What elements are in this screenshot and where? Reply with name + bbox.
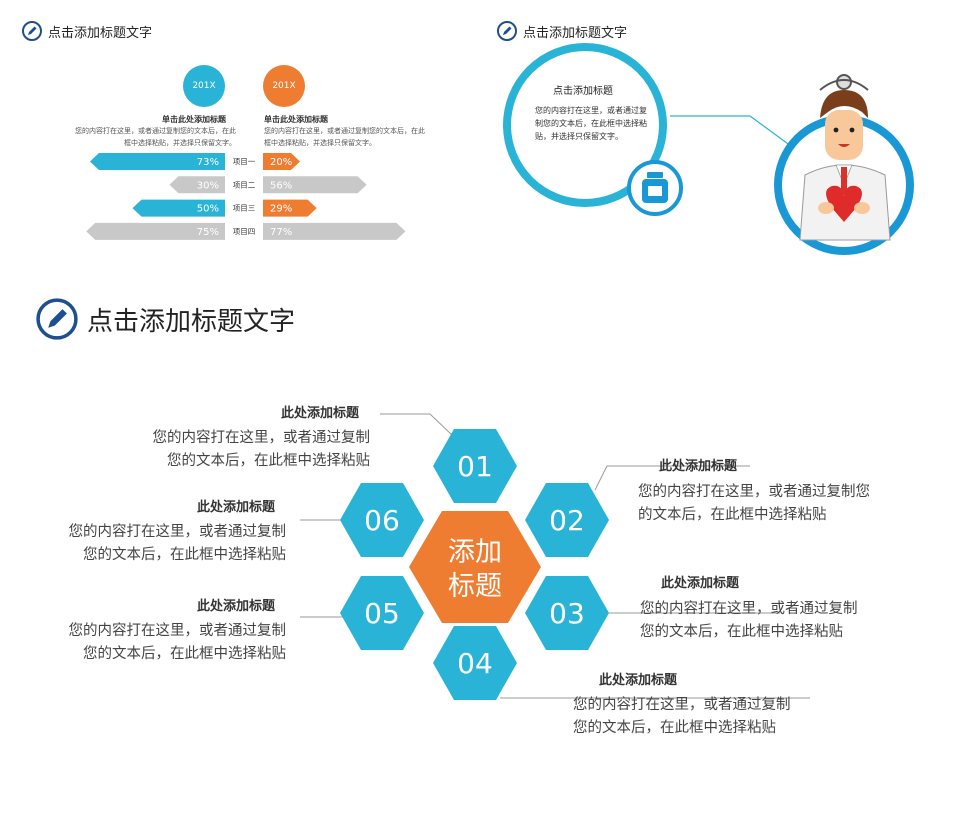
hexagon-number: 01 [457,450,493,483]
bar-value-left: 50% [197,204,219,215]
point-2-line: 您的内容打在这里，或者通过复制您 [638,484,870,500]
connector-line [380,413,454,437]
doctor-graphic [503,43,914,255]
point-6-line: 您的内容打在这里，或者通过复制 [68,524,287,540]
bar-value-right: 29% [270,204,292,215]
left-body: 您的内容打在这里，或者通过复制您的文本后，在此 框中选择粘贴，并选择只保留文字。 [46,125,236,149]
bar-value-left: 73% [197,157,219,168]
right-body-line: 您的内容打在这里，或者通过复制您的文本后，在此 [264,127,425,135]
bar-value-left: 75% [197,227,219,238]
point-2-heading: 此处添加标题 [659,459,738,474]
category-label: 项目四 [233,227,256,236]
right-heading: 单击此处添加标题 [264,115,328,124]
hexagon-3 [525,576,609,650]
hexagon-1 [433,429,517,503]
bar-value-right: 56% [270,180,292,191]
doctor-illustration [799,74,891,241]
bar-value-right: 77% [270,227,292,238]
bar-right [263,222,406,240]
hexagon-6 [340,483,424,557]
hexagon-number: 02 [549,504,585,537]
pencil-icon [22,21,42,41]
year-circle-right: 201X [263,65,305,107]
bar-right [263,176,367,194]
section3-title-text: 点击添加标题文字 [87,306,296,337]
bar-value-right: 20% [270,157,292,168]
point-6-line: 您的文本后，在此框中选择粘贴 [83,547,286,563]
category-label: 项目一 [233,157,256,166]
section2-title: 点击添加标题文字 [497,21,627,41]
point-5-body: 您的内容打在这里，或者通过复制 您的文本后，在此框中选择粘贴 [50,620,287,666]
comparison-bar-chart: 73% 20% 项目一 30% 56% 项目二 50% 29% 项目三 75% 77% 项目四 [86,153,406,240]
category-label: 项目三 [233,204,256,213]
left-body-line: 您的内容打在这里，或者通过复制您的文本后，在此 [75,127,236,135]
point-5-heading: 此处添加标题 [197,599,276,614]
hexagon-4 [433,626,517,700]
point-1-body: 您的内容打在这里，或者通过复制 您的文本后，在此框中选择粘贴 [134,427,371,473]
center-hexagon [409,511,541,623]
center-label: 添加 [448,537,502,568]
section1-title-text: 点击添加标题文字 [48,25,153,41]
point-1-heading: 此处添加标题 [281,406,360,421]
point-2-body: 您的内容打在这里，或者通过复制您 的文本后，在此框中选择粘贴 [638,481,870,527]
hexagon-number: 06 [364,504,400,537]
connector-line [594,465,750,491]
hexagon-5 [340,576,424,650]
point-3-line: 您的文本后，在此框中选择粘贴 [640,624,843,640]
hexagon-2 [525,483,609,557]
category-label: 项目二 [233,180,256,189]
hexagon-number: 04 [457,647,493,680]
point-5-line: 您的文本后，在此框中选择粘贴 [83,646,286,662]
circle-body: 您的内容打在这里，或者通过复制您的文本后，在此框中选择粘贴，并选择只保留文字。 [535,106,647,141]
medicine-bottle-icon [627,160,683,216]
point-4-heading: 此处添加标题 [599,673,678,688]
bar-left [86,222,225,240]
section1-title: 点击添加标题文字 [22,21,152,41]
hexagon-number: 05 [364,597,400,630]
pencil-icon [36,298,78,340]
section3-title: 点击添加标题文字 [35,297,295,341]
pencil-icon [497,21,517,41]
point-6-body: 您的内容打在这里，或者通过复制 您的文本后，在此框中选择粘贴 [50,521,287,567]
point-4-body: 您的内容打在这里，或者通过复制 您的文本后，在此框中选择粘贴 [573,694,791,740]
bar-value-left: 30% [197,180,219,191]
left-heading: 单击此处添加标题 [162,115,226,124]
point-3-body: 您的内容打在这里，或者通过复制 您的文本后，在此框中选择粘贴 [640,598,858,644]
point-1-line: 您的内容打在这里，或者通过复制 [152,430,371,446]
point-4-line: 您的文本后，在此框中选择粘贴 [573,720,776,736]
bar-right [263,199,317,217]
hexagon-number: 03 [549,597,585,630]
point-4-line: 您的内容打在这里，或者通过复制 [573,697,791,713]
right-body-line: 框中选择粘贴，并选择只保留文字。 [264,139,376,147]
circle-heading: 点击添加标题 [553,86,613,97]
bar-left [89,153,225,170]
center-label: 标题 [448,571,502,602]
bar-left [132,199,225,217]
point-5-line: 您的内容打在这里，或者通过复制 [68,623,287,639]
point-3-line: 您的内容打在这里，或者通过复制 [640,601,858,617]
year-circle-left: 201X [183,65,225,107]
point-1-line: 您的文本后，在此框中选择粘贴 [167,453,370,469]
bar-left [169,176,225,194]
bar-right [263,153,300,170]
section2-title-text: 点击添加标题文字 [523,25,628,41]
point-6-heading: 此处添加标题 [197,500,276,515]
right-body: 您的内容打在这里，或者通过复制您的文本后，在此 框中选择粘贴，并选择只保留文字。 [264,125,464,149]
point-3-heading: 此处添加标题 [661,576,740,591]
point-2-line: 的文本后，在此框中选择粘贴 [638,507,827,523]
left-body-line: 框中选择粘贴，并选择只保留文字。 [124,139,236,147]
